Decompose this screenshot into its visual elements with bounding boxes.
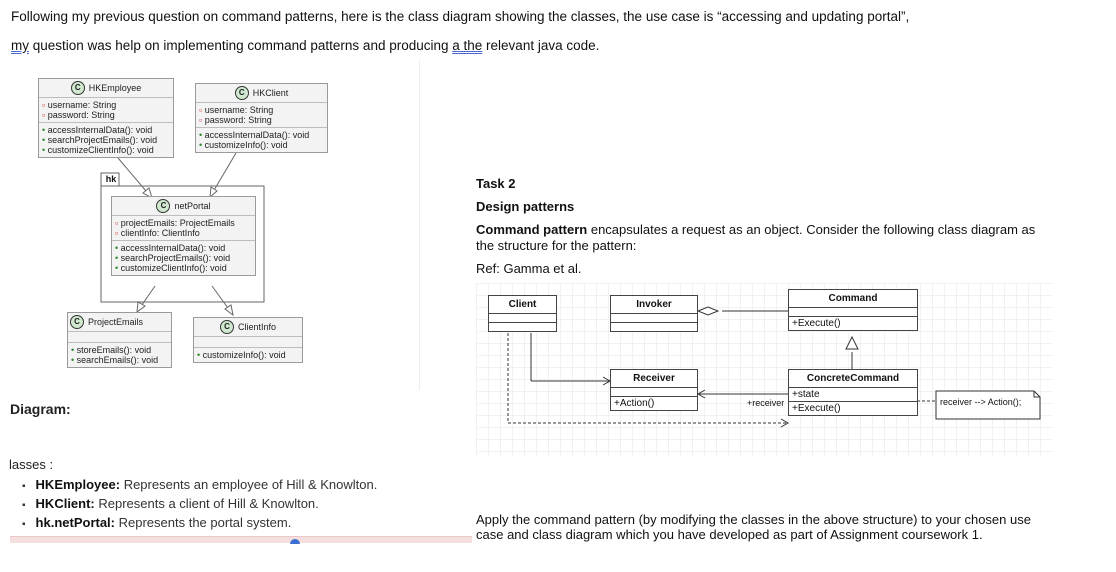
method: customizeInfo(): void bbox=[197, 350, 299, 360]
method: customizeClientInfo(): void bbox=[115, 263, 252, 273]
method: customizeInfo(): void bbox=[199, 140, 324, 150]
class-name: ClientInfo bbox=[237, 322, 277, 332]
class-name: netPortal bbox=[174, 201, 211, 211]
method: accessInternalData(): void bbox=[199, 130, 324, 140]
pattern-command-op: +Execute() bbox=[792, 318, 841, 329]
intro-athe: a the bbox=[452, 38, 483, 53]
diagram-label: Diagram: bbox=[10, 401, 71, 417]
task-title: Task 2 bbox=[476, 176, 516, 191]
pattern-receiver-op: +Action() bbox=[614, 398, 655, 409]
intro-mid: question was help on implementing comman… bbox=[29, 38, 453, 53]
task-apply-2: case and class diagram which you have de… bbox=[476, 527, 983, 542]
field: password: String bbox=[42, 110, 170, 120]
divider bbox=[419, 60, 420, 390]
class-badge-icon: C bbox=[219, 320, 234, 334]
method: searchProjectEmails(): void bbox=[42, 135, 170, 145]
field: projectEmails: ProjectEmails bbox=[115, 218, 252, 228]
pattern-concrete-op: +Execute() bbox=[792, 403, 841, 414]
classes-heading: lasses : bbox=[9, 457, 54, 472]
pattern-invoker: Invoker bbox=[610, 295, 698, 332]
task-description-1: Command pattern encapsulates a request a… bbox=[476, 222, 1036, 237]
generalization-arrow bbox=[845, 335, 859, 350]
arrowhead bbox=[209, 186, 218, 199]
class-badge-icon: C bbox=[70, 81, 85, 95]
list-item: hk.netPortal: Represents the portal syst… bbox=[22, 515, 377, 530]
aggregation-diamond bbox=[696, 306, 720, 316]
method: customizeClientInfo(): void bbox=[42, 145, 170, 155]
field: password: String bbox=[199, 115, 324, 125]
pattern-invoker-name: Invoker bbox=[611, 296, 697, 314]
class-badge-icon: C bbox=[234, 86, 249, 100]
method: searchEmails(): void bbox=[71, 355, 168, 365]
list-item: HKClient: Represents a client of Hill & … bbox=[22, 496, 377, 511]
class-projectemails: C ProjectEmails storeEmails(): void searc… bbox=[67, 312, 172, 368]
arrowhead bbox=[224, 304, 234, 317]
task-description-2: the structure for the pattern: bbox=[476, 238, 637, 253]
class-name: ProjectEmails bbox=[88, 317, 144, 327]
pattern-command: Command +Execute() bbox=[788, 289, 918, 331]
uml-connectors bbox=[100, 152, 265, 317]
class-badge-icon: C bbox=[70, 315, 84, 329]
intro-line-2: my question was help on implementing com… bbox=[11, 38, 599, 53]
pattern-receiver-name: Receiver bbox=[611, 370, 697, 388]
intro-my: my bbox=[11, 38, 29, 53]
method: accessInternalData(): void bbox=[115, 243, 252, 253]
pattern-client: Client bbox=[488, 295, 557, 332]
method: storeEmails(): void bbox=[71, 345, 168, 355]
list-item: HKEmployee: Represents an employee of Hi… bbox=[22, 477, 378, 492]
arrowhead bbox=[142, 187, 153, 200]
class-name: HKClient bbox=[252, 88, 289, 98]
pattern-connectors bbox=[507, 306, 1041, 428]
field: clientInfo: ClientInfo bbox=[115, 228, 252, 238]
package-label: hk bbox=[105, 174, 117, 184]
note-shape bbox=[935, 390, 1041, 420]
task-ref: Ref: Gamma et al. bbox=[476, 261, 582, 276]
receiver-role-label: +receiver bbox=[747, 398, 785, 408]
intro-line-1: Following my previous question on comman… bbox=[11, 9, 910, 24]
intro-end: relevant java code. bbox=[482, 38, 600, 53]
pattern-command-name: Command bbox=[789, 290, 917, 308]
method: accessInternalData(): void bbox=[42, 125, 170, 135]
pattern-diagram: Client Invoker Command +Execute() Receiv… bbox=[476, 283, 1052, 456]
pattern-receiver: Receiver +Action() bbox=[610, 369, 698, 411]
class-badge-icon: C bbox=[156, 199, 171, 213]
task-subtitle: Design patterns bbox=[476, 199, 575, 214]
pattern-concretecommand: ConcreteCommand +state +Execute() bbox=[788, 369, 918, 416]
field: username: String bbox=[199, 105, 324, 115]
package-tab bbox=[100, 172, 120, 187]
arrowhead bbox=[136, 301, 146, 314]
classes-list: HKEmployee: Represents an employee of Hi… bbox=[22, 477, 378, 534]
package-frame bbox=[100, 185, 265, 303]
note-text: receiver --> Action(); bbox=[940, 397, 1022, 407]
pattern-client-name: Client bbox=[489, 296, 556, 314]
page-edge-strip bbox=[10, 536, 472, 543]
pattern-concrete-name: ConcreteCommand bbox=[789, 370, 917, 388]
task-apply-1: Apply the command pattern (by modifying … bbox=[476, 512, 1031, 527]
scroll-indicator bbox=[290, 539, 300, 544]
method: searchProjectEmails(): void bbox=[115, 253, 252, 263]
class-name: HKEmployee bbox=[88, 83, 142, 93]
pattern-concrete-attr: +state bbox=[789, 388, 917, 402]
field: username: String bbox=[42, 100, 170, 110]
